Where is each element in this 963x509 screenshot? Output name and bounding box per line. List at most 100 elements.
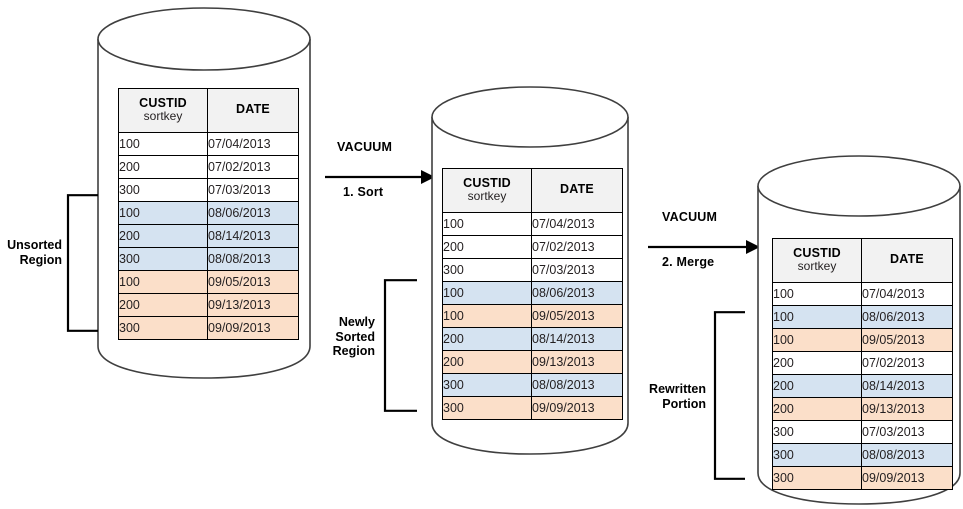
cell-custid: 100: [442, 212, 532, 236]
cell-custid: 200: [118, 224, 208, 248]
cell-custid: 200: [442, 235, 532, 259]
cell-custid: 100: [772, 305, 862, 329]
arrow-merge-line: [648, 240, 760, 254]
table-row: 300 09/09/2013: [772, 466, 953, 490]
arrow-sort-line: [325, 170, 435, 184]
table-row: 100 09/05/2013: [772, 328, 953, 352]
cell-date: 09/13/2013: [531, 350, 623, 374]
table-row: 100 09/05/2013: [118, 270, 299, 294]
header-date-main: DATE: [236, 102, 270, 117]
table-body: 100 07/04/2013 100 08/06/2013 100 09/05/…: [772, 282, 953, 490]
cell-custid: 300: [118, 178, 208, 202]
cell-custid: 300: [442, 258, 532, 282]
cell-date: 09/05/2013: [531, 304, 623, 328]
table-row: 300 07/03/2013: [772, 420, 953, 444]
bracket-rewritten: [713, 311, 745, 480]
cell-date: 09/09/2013: [531, 396, 623, 420]
table-row: 300 07/03/2013: [442, 258, 623, 282]
cell-custid: 300: [772, 466, 862, 490]
cell-custid: 300: [118, 247, 208, 271]
table-row: 100 08/06/2013: [442, 281, 623, 305]
arrow-sort: VACUUM 1. Sort: [325, 140, 435, 215]
table-row: 100 07/04/2013: [118, 132, 299, 156]
table-row: 100 08/06/2013: [772, 305, 953, 329]
header-custid: CUSTID sortkey: [118, 88, 208, 133]
cell-date: 08/06/2013: [531, 281, 623, 305]
arrow-sort-title: VACUUM: [337, 140, 393, 154]
table-row: 200 08/14/2013: [772, 374, 953, 398]
bracket-rewritten-label: Rewritten Portion: [649, 382, 706, 411]
cell-date: 08/06/2013: [861, 305, 953, 329]
bracket-newly-sorted: [383, 279, 417, 412]
arrow-merge-title: VACUUM: [662, 210, 718, 224]
cell-date: 09/09/2013: [861, 466, 953, 490]
table-row: 300 08/08/2013: [442, 373, 623, 397]
header-custid-main: CUSTID: [793, 246, 841, 261]
header-date: DATE: [207, 88, 299, 133]
cell-custid: 100: [442, 304, 532, 328]
cell-date: 07/03/2013: [861, 420, 953, 444]
table-row: 100 07/04/2013: [442, 212, 623, 236]
cell-custid: 200: [442, 350, 532, 374]
cell-date: 08/08/2013: [207, 247, 299, 271]
cell-custid: 100: [118, 201, 208, 225]
header-date-main: DATE: [890, 252, 924, 267]
table-row: 100 07/04/2013: [772, 282, 953, 306]
header-custid-sub: sortkey: [467, 189, 507, 204]
cell-custid: 300: [118, 316, 208, 340]
table-row: 100 08/06/2013: [118, 201, 299, 225]
header-custid-sub: sortkey: [797, 259, 837, 274]
cell-date: 07/02/2013: [531, 235, 623, 259]
cell-date: 08/14/2013: [207, 224, 299, 248]
cell-custid: 200: [772, 397, 862, 421]
header-custid-main: CUSTID: [139, 96, 187, 111]
cell-date: 08/14/2013: [531, 327, 623, 351]
table-row: 200 08/14/2013: [118, 224, 299, 248]
cell-date: 07/02/2013: [861, 351, 953, 375]
table-header-row: CUSTID sortkey DATE: [442, 168, 623, 213]
table-row: 300 09/09/2013: [118, 316, 299, 340]
cell-date: 08/08/2013: [861, 443, 953, 467]
cell-custid: 200: [118, 293, 208, 317]
cell-date: 09/05/2013: [861, 328, 953, 352]
table-sorted: CUSTID sortkey DATE 100 07/04/2013 200 0…: [442, 168, 623, 420]
header-custid-sub: sortkey: [143, 109, 183, 124]
table-row: 300 08/08/2013: [118, 247, 299, 271]
bracket-newly-sorted-label: Newly Sorted Region: [332, 315, 375, 358]
table-row: 200 08/14/2013: [442, 327, 623, 351]
cell-date: 09/13/2013: [861, 397, 953, 421]
header-date: DATE: [531, 168, 623, 213]
header-custid: CUSTID sortkey: [442, 168, 532, 213]
cell-date: 09/09/2013: [207, 316, 299, 340]
table-row: 200 09/13/2013: [442, 350, 623, 374]
cell-date: 07/04/2013: [531, 212, 623, 236]
arrow-merge: VACUUM 2. Merge: [648, 210, 760, 285]
cell-custid: 200: [772, 374, 862, 398]
cell-custid: 100: [772, 328, 862, 352]
table-row: 200 07/02/2013: [118, 155, 299, 179]
header-date: DATE: [861, 238, 953, 283]
cell-date: 08/06/2013: [207, 201, 299, 225]
cell-date: 07/04/2013: [207, 132, 299, 156]
cell-custid: 300: [442, 373, 532, 397]
bracket-unsorted: [66, 194, 98, 332]
cell-custid: 100: [118, 132, 208, 156]
header-custid-main: CUSTID: [463, 176, 511, 191]
cell-custid: 300: [772, 443, 862, 467]
table-row: 200 07/02/2013: [772, 351, 953, 375]
cell-custid: 300: [442, 396, 532, 420]
table-row: 200 09/13/2013: [772, 397, 953, 421]
table-original: CUSTID sortkey DATE 100 07/04/2013 200 0…: [118, 88, 299, 340]
header-custid: CUSTID sortkey: [772, 238, 862, 283]
arrow-merge-step: 2. Merge: [662, 255, 715, 269]
cell-date: 07/02/2013: [207, 155, 299, 179]
table-header-row: CUSTID sortkey DATE: [118, 88, 299, 133]
cell-custid: 200: [772, 351, 862, 375]
cell-custid: 100: [118, 270, 208, 294]
bracket-unsorted-label: Unsorted Region: [7, 238, 62, 267]
table-row: 100 09/05/2013: [442, 304, 623, 328]
cell-date: 07/03/2013: [207, 178, 299, 202]
table-header-row: CUSTID sortkey DATE: [772, 238, 953, 283]
table-row: 300 09/09/2013: [442, 396, 623, 420]
